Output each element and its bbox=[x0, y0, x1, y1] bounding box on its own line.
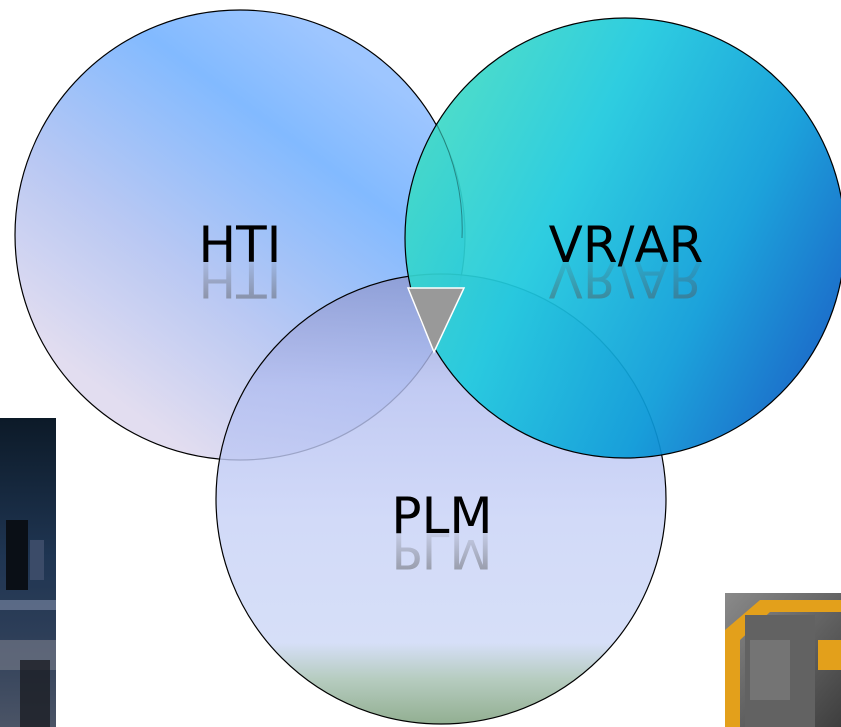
label-vr-ar-group: VR/AR VR/AR bbox=[549, 216, 704, 308]
label-plm-reflection: PLM bbox=[391, 521, 492, 579]
label-plm-group: PLM PLM bbox=[391, 487, 492, 579]
left-photo bbox=[0, 418, 56, 727]
label-hti-group: HTI HTI bbox=[199, 216, 282, 308]
center-triangle-icon bbox=[406, 287, 466, 354]
label-plm: PLM bbox=[391, 487, 492, 545]
venn-circles bbox=[14, 9, 841, 725]
label-hti-reflection: HTI bbox=[199, 250, 282, 308]
right-photo bbox=[725, 593, 841, 727]
label-hti: HTI bbox=[199, 216, 282, 274]
label-vr-ar-reflection: VR/AR bbox=[549, 250, 704, 308]
label-vr-ar: VR/AR bbox=[549, 216, 704, 274]
vr-ar-circle bbox=[404, 17, 841, 459]
